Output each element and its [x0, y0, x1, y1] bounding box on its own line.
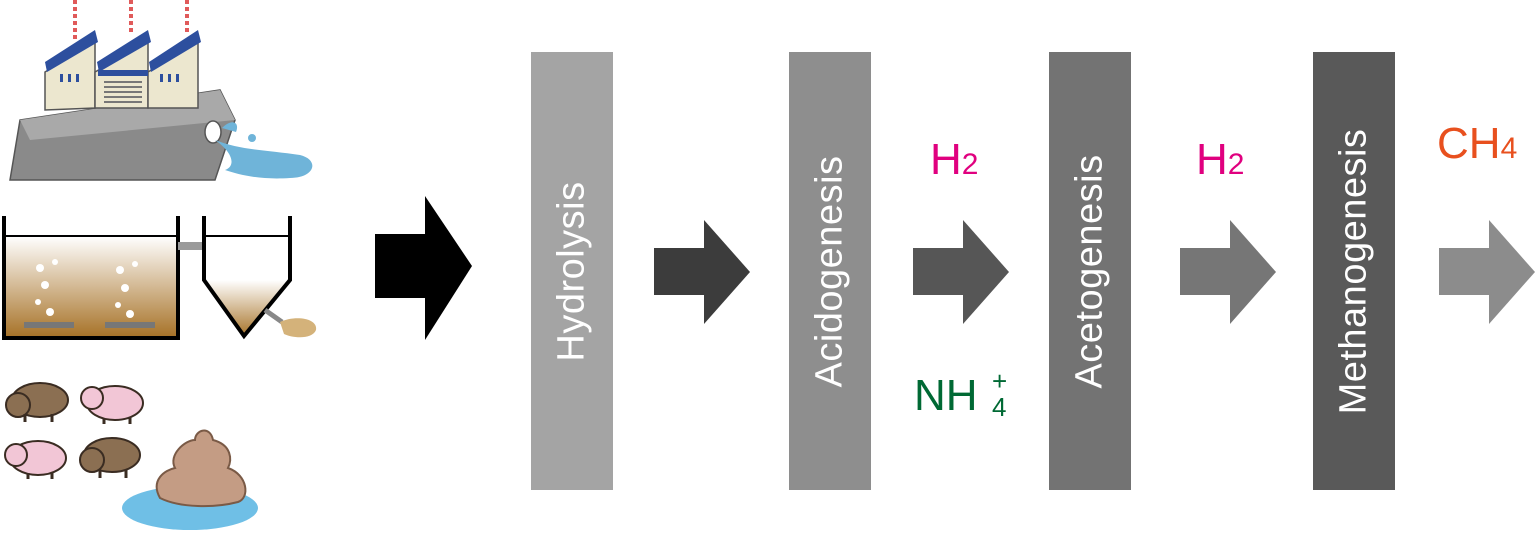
arrow-acetogenesis-to-methanogenesis — [1180, 220, 1276, 324]
arrow-acidogenesis-to-acetogenesis — [913, 220, 1009, 324]
stage-bar-acetogenesis: Acetogenesis — [1049, 52, 1131, 490]
ch4-label: CH4 — [1437, 119, 1518, 168]
nh4-label: NH + 4 — [914, 366, 1008, 422]
stage-label: Hydrolysis — [550, 180, 593, 362]
h2-label-1: H2 — [930, 135, 979, 184]
stage-label: Acidogenesis — [808, 154, 851, 388]
activated-sludge-tank-icon — [2, 216, 317, 340]
feedstock-illustrations — [2, 0, 317, 530]
h2-label-2: H2 — [1196, 135, 1245, 184]
stage-label: Methanogenesis — [1332, 128, 1375, 414]
factory-wastewater-icon — [9, 0, 313, 181]
stage-bar-methanogenesis: Methanogenesis — [1313, 52, 1395, 490]
stage-bar-hydrolysis: Hydrolysis — [531, 52, 613, 490]
stage-label: Acetogenesis — [1068, 153, 1111, 389]
livestock-manure-icon — [4, 382, 258, 530]
stage-bar-acidogenesis: Acidogenesis — [789, 52, 871, 490]
input-arrow — [375, 196, 472, 340]
arrow-hydrolysis-to-acidogenesis — [654, 220, 750, 324]
arrow-methanogenesis-output — [1439, 220, 1535, 324]
